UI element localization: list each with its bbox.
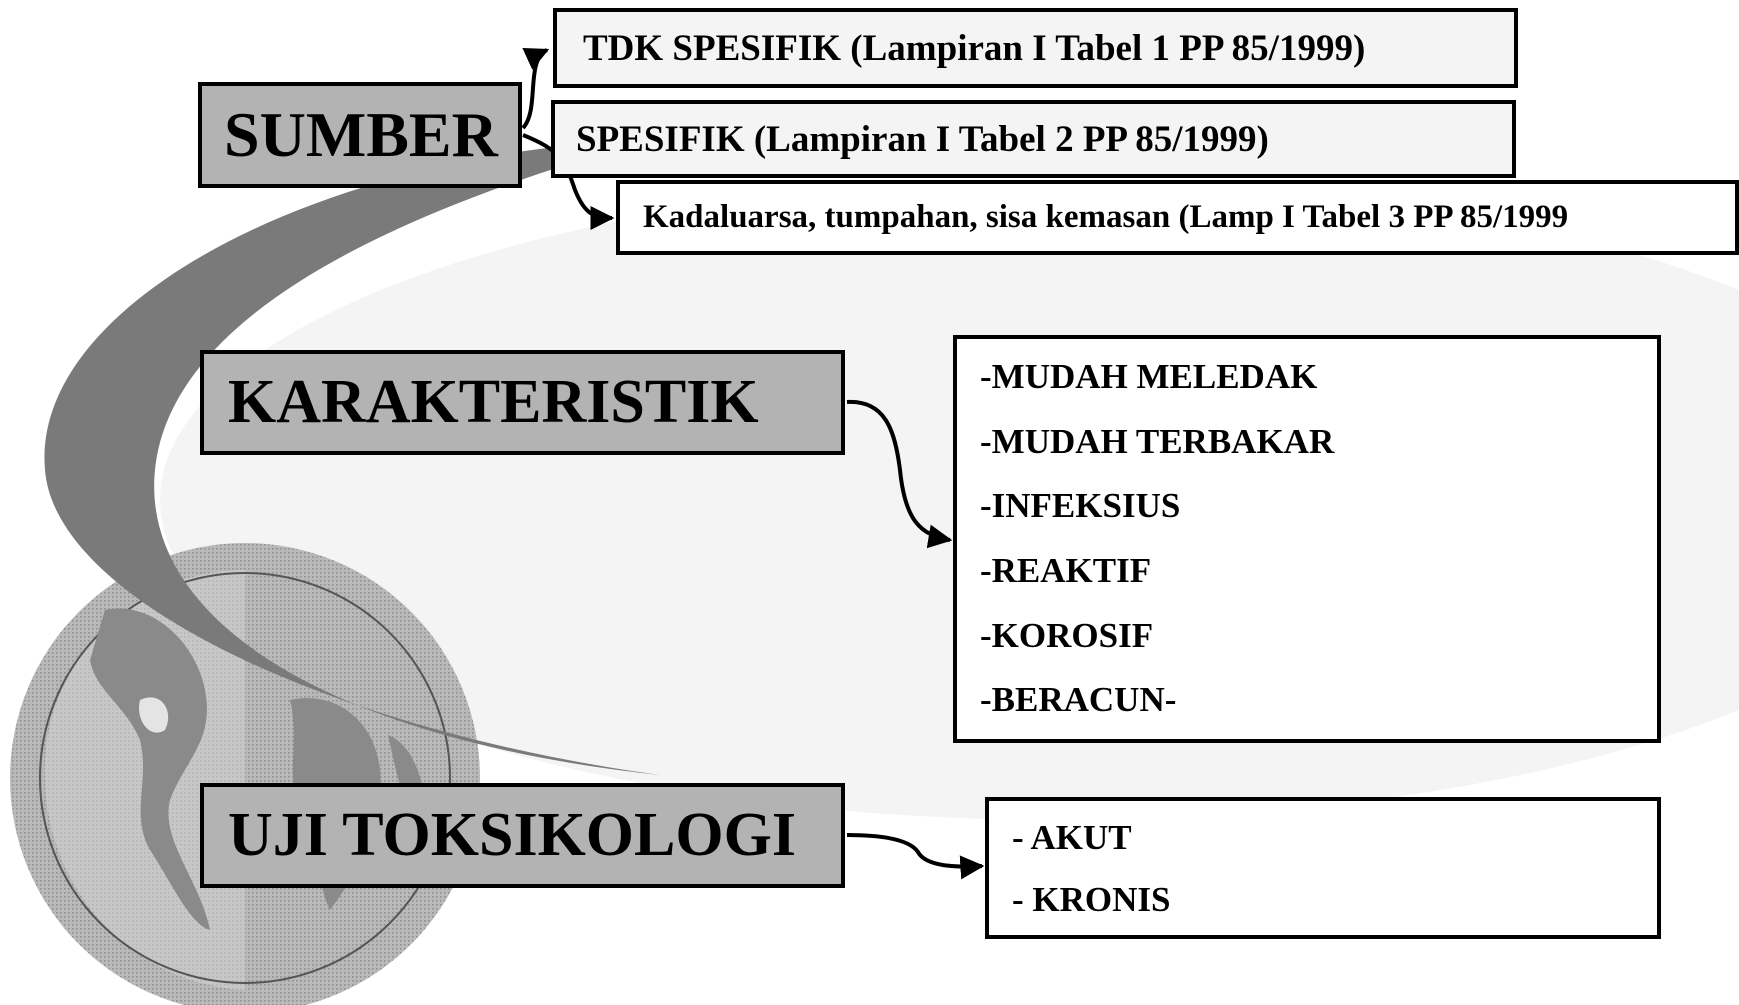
uji-item: - AKUT (1012, 818, 1132, 857)
karakteristik-item: -KOROSIF (980, 615, 1154, 655)
connector-sumber-tdk-spesifik (521, 48, 550, 130)
source-label-kadaluarsa: Kadaluarsa, tumpahan, sisa kemasan (Lamp… (643, 199, 1569, 235)
uji-item: - KRONIS (1012, 879, 1171, 919)
source-box-spesifik: SPESIFIK (Lampiran I Tabel 2 PP 85/1999) (551, 100, 1516, 178)
source-box-kadaluarsa: Kadaluarsa, tumpahan, sisa kemasan (Lamp… (616, 180, 1739, 255)
connector-karakteristik (846, 399, 953, 549)
uji-list-box: - AKUT - KRONIS (985, 797, 1661, 939)
connector-uji-toksikologi (846, 833, 985, 880)
source-label-spesifik: SPESIFIK (Lampiran I Tabel 2 PP 85/1999) (576, 118, 1269, 160)
karakteristik-list-box: -MUDAH MELEDAK -MUDAH TERBAKAR -INFEKSIU… (953, 335, 1661, 743)
node-karakteristik-label: KARAKTERISTIK (228, 368, 759, 436)
node-uji-toksikologi: UJI TOKSIKOLOGI (200, 783, 845, 888)
karakteristik-item: -MUDAH MELEDAK (980, 357, 1318, 396)
karakteristik-item: -MUDAH TERBAKAR (980, 421, 1335, 461)
node-sumber: SUMBER (198, 82, 522, 188)
connector-sumber-spesifik (522, 133, 615, 230)
globe-icon (10, 543, 480, 1005)
node-karakteristik: KARAKTERISTIK (200, 350, 845, 455)
source-box-tdk-spesifik: TDK SPESIFIK (Lampiran I Tabel 1 PP 85/1… (553, 8, 1518, 88)
node-sumber-label: SUMBER (224, 99, 498, 170)
swoosh-band (44, 140, 660, 775)
source-label-tdk-spesifik: TDK SPESIFIK (Lampiran I Tabel 1 PP 85/1… (583, 27, 1366, 69)
karakteristik-item: -INFEKSIUS (980, 486, 1181, 526)
karakteristik-item: -BERACUN- (980, 680, 1177, 720)
karakteristik-item: -REAKTIF (980, 551, 1152, 591)
node-uji-toksikologi-label: UJI TOKSIKOLOGI (228, 801, 796, 869)
